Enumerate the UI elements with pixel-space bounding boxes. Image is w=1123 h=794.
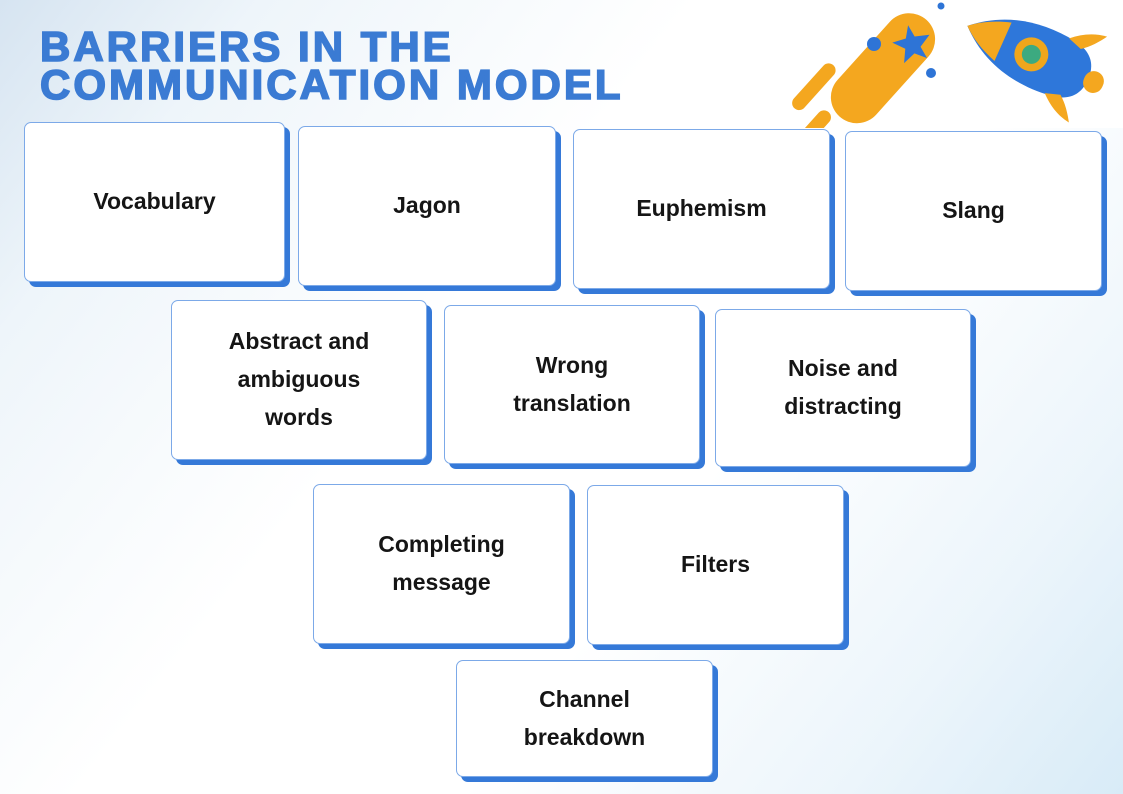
box-noise-distracting: Noise and distracting xyxy=(715,309,971,467)
box-label: Noise and distracting xyxy=(784,355,902,419)
rocket-icon xyxy=(967,19,1108,123)
box-euphemism: Euphemism xyxy=(573,129,830,289)
box-label: Vocabulary xyxy=(93,188,216,215)
box-label: Completing message xyxy=(378,531,505,595)
box-vocabulary: Vocabulary xyxy=(24,122,285,282)
box-label: Abstract and ambiguous words xyxy=(228,328,370,430)
box-jagon: Jagon xyxy=(298,126,556,286)
spark-dot xyxy=(937,2,945,10)
box-label: Jagon xyxy=(393,192,461,219)
spark-dot xyxy=(926,68,936,78)
page-title: BARRIERS IN THE COMMUNICATION MODEL xyxy=(39,23,624,108)
box-slang: Slang xyxy=(845,131,1102,291)
box-channel-breakdown: Channel breakdown xyxy=(456,660,713,777)
box-label: Filters xyxy=(680,551,751,578)
box-completing-message: Completing message xyxy=(313,484,570,644)
box-label: Channel breakdown xyxy=(523,685,646,750)
page-title-line2: COMMUNICATION MODEL xyxy=(39,61,624,108)
box-label: Wrong translation xyxy=(513,351,631,416)
comet-icon xyxy=(792,13,936,128)
page-title-line1: BARRIERS IN THE xyxy=(39,23,454,70)
box-wrong-translation: Wrong translation xyxy=(444,305,700,464)
box-label: Euphemism xyxy=(636,195,767,222)
box-abstract-ambiguous-words: Abstract and ambiguous words xyxy=(171,300,427,460)
box-filters: Filters xyxy=(587,485,844,645)
box-label: Slang xyxy=(942,197,1005,224)
spark-dot xyxy=(867,37,881,51)
rockets-illustration xyxy=(788,0,1123,128)
